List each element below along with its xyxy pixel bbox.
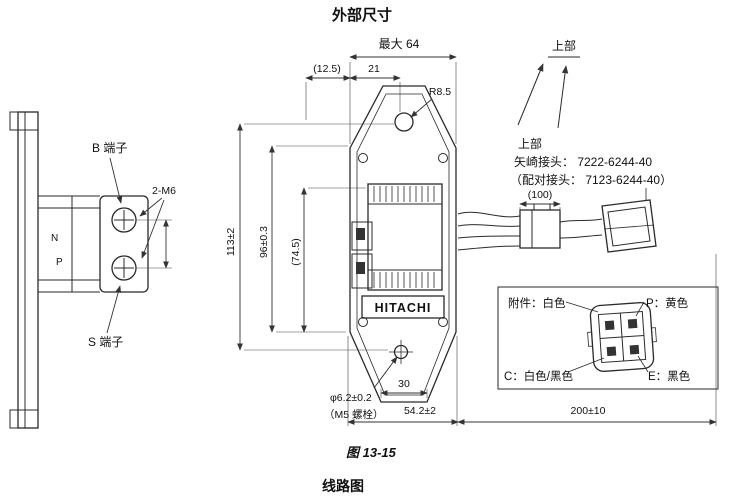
dim-label-phi: φ6.2±0.2 [330,392,372,404]
terminal-housing [99,195,149,293]
leader-phi [373,356,398,389]
page-title: 外部尺寸 [331,6,392,24]
bolt-hole-crosshair [389,340,413,364]
connector-label: 矢崎接头： 7222-6244-40 [514,154,652,169]
dim-label-200: 200±10 [571,405,606,417]
dim-label-100: (100) [528,189,553,201]
orientation-arrow-2 [557,65,569,129]
front-view [349,85,457,403]
pinout-detail [497,286,719,390]
wire-bundle [457,211,521,251]
harness [457,56,657,253]
ext-96 [276,145,348,333]
ext-top [305,82,401,120]
wire-pair [559,218,603,239]
s-terminal-screw-slot [114,258,134,278]
leader-m6-lower [141,199,165,259]
corner-boss-bottom-right [438,317,448,327]
b-terminal-screw-slot [114,210,134,230]
s-terminal-label: S 端子 [88,335,123,349]
upper-label-top: 上部 [552,38,576,53]
body-outline [349,85,457,403]
plate-flange-top [9,111,19,131]
plate-flange-bottom [9,409,19,429]
ext-100 [519,207,561,212]
pin-accessory [604,320,615,331]
pinout-c-label: C：白色/黑色 [504,369,573,383]
ext-113 [244,123,394,351]
dim-label-12-5: (12.5) [313,63,340,75]
mounting-plate-ticks [18,129,38,411]
dim-label-96: 96±0.3 [258,226,270,258]
core-hatch-top [373,186,435,202]
mark-p: P [56,257,63,268]
ext-54 [347,336,458,426]
yazaki-connector-inner [607,206,651,247]
pinout-box [497,286,719,390]
ext-screw-spacing [136,219,172,269]
core-hatch-bottom [373,272,435,288]
yazaki-connector-line [603,224,655,230]
side-view [9,111,149,429]
brand-plate [361,295,445,319]
connector-tab-right [651,327,657,343]
terminal-block-upper [351,221,373,251]
pin-e [629,344,640,355]
corner-boss-top-right [438,153,448,163]
dim-label-max64: 最大 64 [379,37,420,51]
core-block [367,183,443,291]
dim-label-54: 54.2±2 [404,405,436,417]
mounting-plate [17,111,39,429]
terminal-block-lower [351,253,373,289]
ext-max64 [349,62,457,144]
ext-30 [380,389,428,398]
pinout-connector-face [587,302,657,372]
orientation-arrow-1 [517,63,544,126]
inline-connector-latch [533,203,551,211]
b-terminal-label: B 端子 [92,141,127,155]
pinout-p-label: P：黄色 [646,296,689,310]
yazaki-connector [601,199,657,253]
corner-boss-top-left [358,153,368,163]
corner-boss-bottom-left [358,317,368,327]
pin-p [627,318,638,329]
m6-label: 2-M6 [152,185,176,197]
section-caption: 线路图 [322,478,364,494]
leader-b-terminal [109,157,123,204]
inline-connector [519,209,561,249]
dim-label-21: 21 [368,63,380,75]
pinout-accessory-label: 附件：白色 [508,296,566,310]
connector-face-divider [600,313,644,361]
upper-label-mid: 上部 [518,136,542,151]
pinout-e-label: E：黑色 [648,369,691,383]
bracket-arms [38,195,100,293]
pin-c [606,346,617,357]
leader-m6-upper [139,197,163,217]
dim-label-m5: （M5 螺栓） [324,408,384,421]
core-band-lines [368,203,442,271]
dimension-lines [106,54,717,426]
terminal-pin-lower [356,262,365,274]
mounting-hole-top [394,112,414,132]
dim-label-r8-5: R8.5 [429,86,451,98]
dim-label-113: 113±2 [225,228,237,257]
dim-label-74-5: (74.5) [290,238,302,265]
brand-label: HITACHI [375,301,432,315]
mark-n: N [51,233,58,244]
connector-tab-left [587,331,593,347]
mating-connector-label: （配对接头： 7123-6244-40） [510,172,672,187]
figure-caption: 图 13-15 [346,445,397,460]
terminal-pin-upper [356,228,365,240]
pinout-leaders [565,301,649,373]
dim-label-30: 30 [398,378,410,390]
leader-s-terminal [106,285,122,334]
leader-r8-5 [410,98,433,118]
